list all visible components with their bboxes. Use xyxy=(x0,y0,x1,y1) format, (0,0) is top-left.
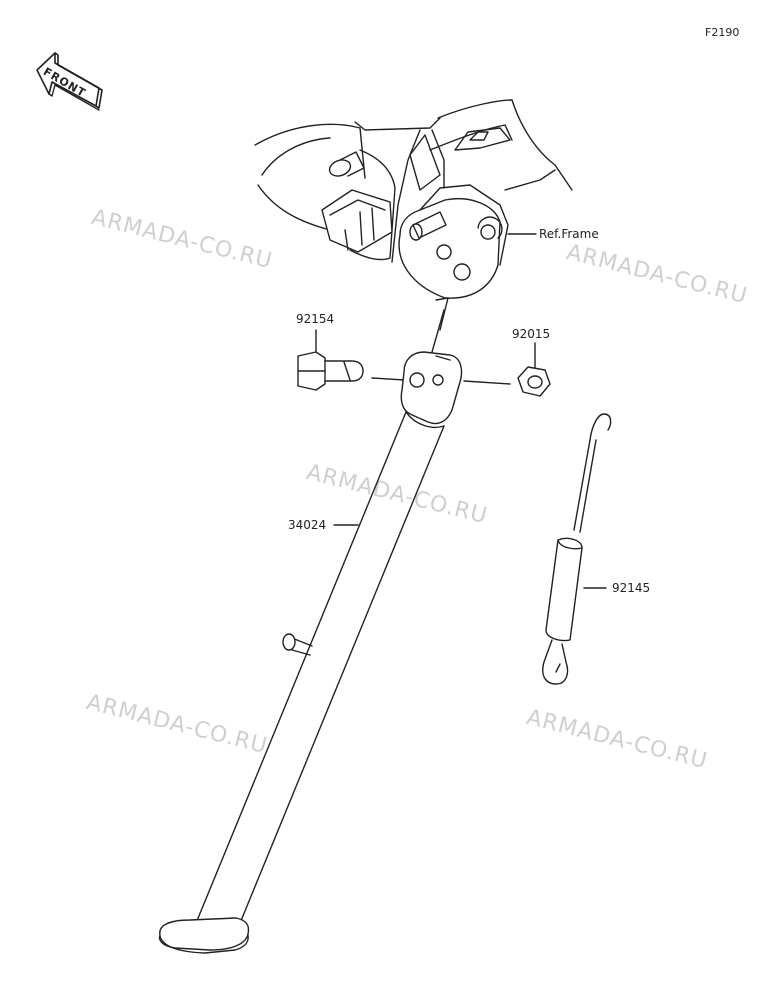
frame-section xyxy=(254,99,573,331)
assembly-line-nut xyxy=(463,380,511,385)
nut-92015 xyxy=(517,366,551,397)
side-stand-34024 xyxy=(158,351,463,954)
front-arrow-icon xyxy=(36,52,103,111)
figure-code: F2190 xyxy=(705,26,740,39)
spring-92145 xyxy=(542,413,612,685)
part-number-34024: 34024 xyxy=(288,518,327,532)
bolt-92154 xyxy=(297,351,364,391)
ref-frame-label: Ref.Frame xyxy=(539,227,599,241)
part-number-92015: 92015 xyxy=(512,327,551,341)
assembly-line-bolt xyxy=(371,377,406,381)
assembly-line-frame xyxy=(431,309,445,353)
part-number-92154: 92154 xyxy=(296,312,335,326)
part-number-92145: 92145 xyxy=(612,581,651,595)
